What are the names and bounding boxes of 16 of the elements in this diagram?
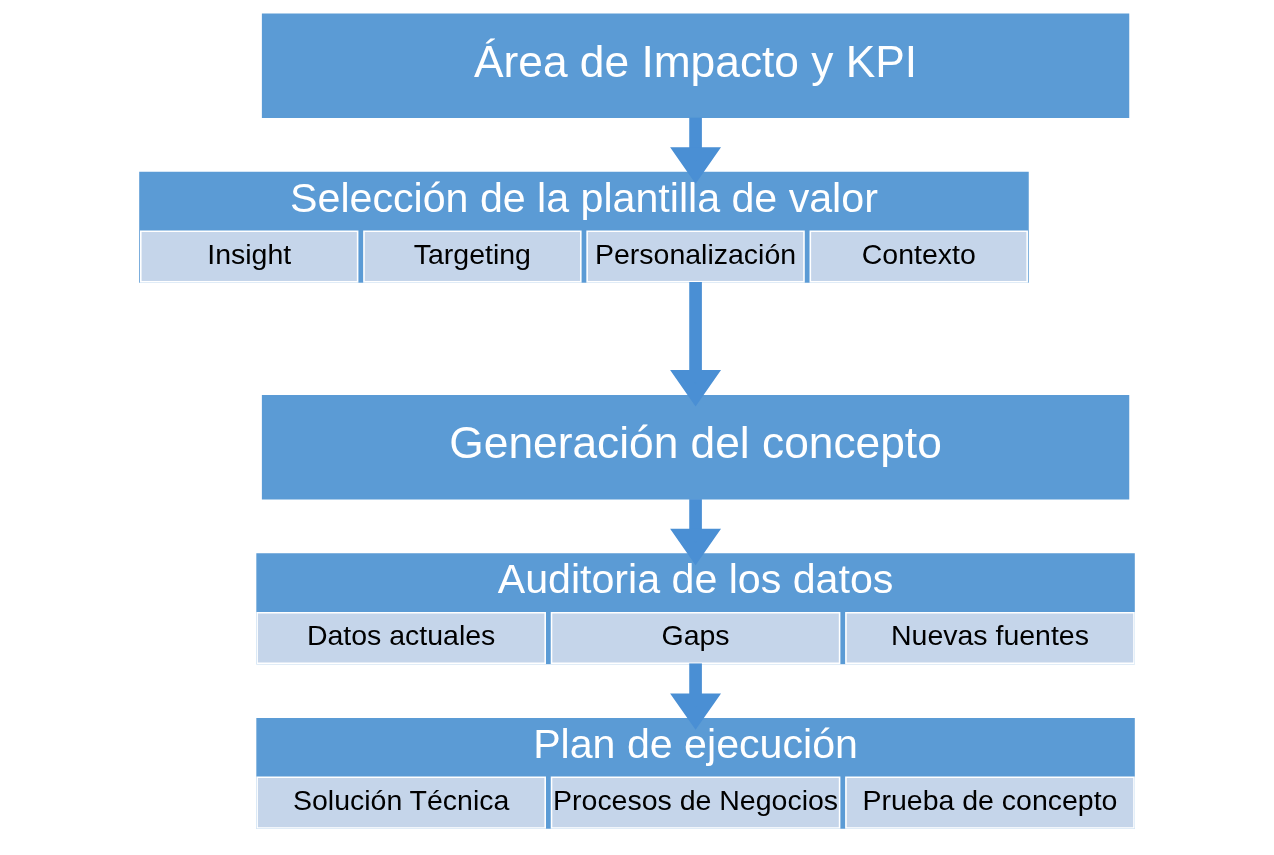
node-box: Procesos de Negocios [550,776,841,829]
arrow [670,281,722,407]
node-box: Targeting [363,230,582,283]
arrow [670,117,721,184]
node-box: Personalización [586,230,805,283]
node-box: Datos actuales [256,611,546,665]
node-box: Contexto [809,230,1028,283]
arrow [670,663,722,730]
node-box: Generación del concepto [261,395,1130,500]
node-box: Gaps [550,611,841,665]
node-box: Prueba de concepto [845,776,1135,829]
node-box: Solución Técnica [256,776,546,829]
arrow [670,499,721,566]
node-box: Nuevas fuentes [845,611,1135,665]
node-box: Área de Impacto y KPI [261,13,1130,119]
node-box: Insight [140,230,359,283]
